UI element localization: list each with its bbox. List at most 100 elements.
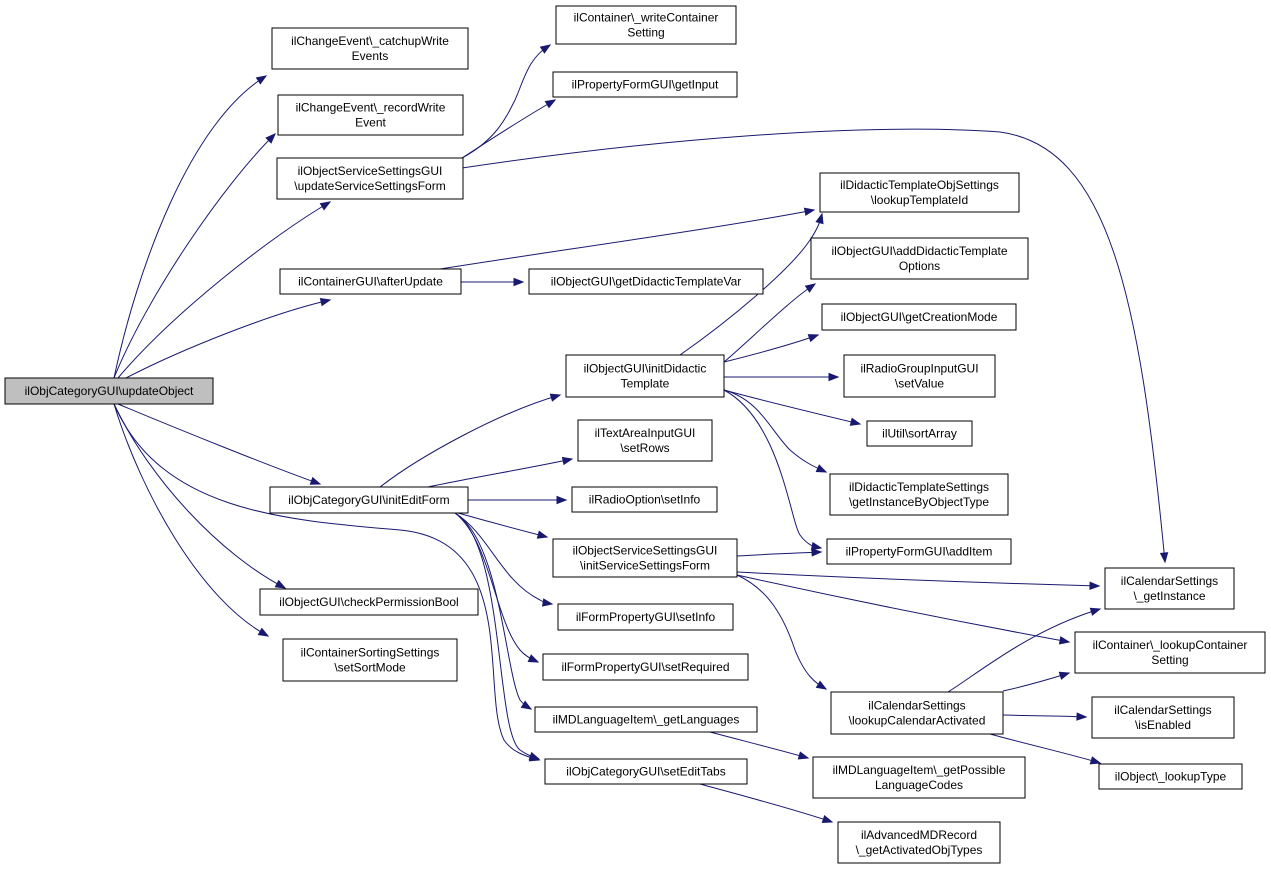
node-box	[277, 94, 464, 136]
node-label: Events	[352, 49, 389, 63]
node-lookupTpl[interactable]: ilDidacticTemplateObjSettings\lookupTemp…	[819, 172, 1020, 213]
node-afterUpd[interactable]: ilContainerGUI\afterUpdate	[279, 268, 462, 295]
node-calInst[interactable]: ilCalendarSettings\_getInstance	[1104, 567, 1235, 610]
node-creationMode[interactable]: ilObjectGUI\getCreationMode	[821, 303, 1017, 331]
node-initEdit[interactable]: ilObjCategoryGUI\initEditForm	[269, 486, 469, 514]
node-label: ilContainer\_writeContainer	[574, 11, 719, 25]
node-getInstType[interactable]: ilDidacticTemplateSettings\getInstanceBy…	[829, 473, 1009, 516]
edge-initDid-to-lookupTpl	[679, 212, 824, 356]
node-label: \setValue	[895, 377, 944, 391]
arrowhead	[309, 476, 322, 485]
node-label: ilDidacticTemplateSettings	[849, 480, 989, 494]
node-label: ilObjCategoryGUI\updateObject	[25, 384, 194, 398]
arrowhead	[804, 283, 817, 293]
arrowhead	[556, 495, 568, 505]
edge-line	[679, 213, 823, 356]
node-label: ilCalendarSettings	[868, 699, 965, 713]
node-mdLang[interactable]: ilMDLanguageItem\_getLanguages	[534, 706, 758, 733]
node-box	[1104, 567, 1235, 610]
node-box	[276, 157, 464, 200]
edge-line	[736, 551, 822, 557]
node-root[interactable]: ilObjCategoryGUI\updateObject	[4, 377, 214, 405]
edge-root-to-sortMode	[113, 403, 270, 637]
node-setTabs[interactable]: ilObjCategoryGUI\setEditTabs	[544, 758, 748, 785]
arrowhead	[828, 372, 840, 382]
arrowhead	[561, 456, 574, 466]
edge-line	[427, 458, 573, 488]
node-radioInfo[interactable]: ilRadioOption\setInfo	[571, 486, 718, 513]
node-label: ilObjectGUI\addDidacticTemplate	[831, 244, 1007, 258]
edge-line	[117, 201, 331, 379]
edge-initDid-to-radioVal	[724, 372, 840, 382]
node-fpInfo[interactable]: ilFormPropertyGUI\setInfo	[557, 603, 734, 631]
node-getDidVar[interactable]: ilObjectGUI\getDidacticTemplateVar	[528, 268, 764, 295]
node-label: ilChangeEvent\_catchupWrite	[291, 34, 449, 48]
node-box	[826, 538, 1012, 565]
node-box	[819, 172, 1020, 213]
node-checkPerm[interactable]: ilObjectGUI\checkPermissionBool	[259, 588, 479, 616]
node-box	[528, 268, 764, 295]
edge-line	[736, 574, 827, 690]
edge-initEdit-to-setTabs	[454, 512, 541, 760]
node-lookupType[interactable]: ilObject\_lookupType	[1098, 763, 1243, 790]
edge-line	[113, 133, 276, 379]
node-label: \setSortMode	[334, 661, 406, 675]
node-addItem[interactable]: ilPropertyFormGUI\addItem	[826, 538, 1012, 565]
edge-line	[457, 512, 548, 538]
node-box	[552, 538, 738, 578]
edge-line	[113, 75, 267, 379]
arrowhead	[539, 44, 552, 54]
node-label: ilRadioGroupInputGUI	[860, 362, 978, 376]
node-setRows[interactable]: ilTextAreaInputGUI\setRows	[577, 419, 713, 462]
node-label: LanguageCodes	[875, 778, 963, 792]
node-label: ilPropertyFormGUI\getInput	[572, 78, 719, 92]
node-label: \setRows	[620, 441, 669, 455]
node-label: Setting	[627, 26, 664, 40]
node-calEnabled[interactable]: ilCalendarSettings\isEnabled	[1091, 696, 1235, 739]
node-advMD[interactable]: ilAdvancedMDRecord\_getActivatedObjTypes	[837, 821, 1001, 864]
edge-line	[723, 389, 861, 425]
edge-mdLang-to-possLang	[709, 731, 810, 760]
node-box	[544, 758, 748, 785]
edge-line	[723, 389, 822, 549]
node-getInput[interactable]: ilPropertyFormGUI\getInput	[552, 71, 738, 98]
node-box	[810, 237, 1029, 280]
node-initSvc[interactable]: ilObjectServiceSettingsGUI\initServiceSe…	[552, 538, 738, 578]
node-box	[1074, 631, 1266, 674]
node-updSvc[interactable]: ilObjectServiceSettingsGUI\updateService…	[276, 157, 464, 200]
node-label: ilObjCategoryGUI\initEditForm	[288, 493, 449, 507]
arrowhead	[274, 579, 287, 589]
node-label: Setting	[1151, 653, 1188, 667]
node-label: \initServiceSettingsForm	[580, 559, 710, 573]
node-label: ilObjectServiceSettingsGUI	[573, 544, 718, 558]
arrowhead	[1089, 607, 1102, 616]
arrowhead	[520, 700, 533, 710]
node-fpReq[interactable]: ilFormPropertyGUI\setRequired	[542, 653, 749, 681]
edge-root-to-afterUpd	[125, 298, 332, 379]
node-possLang[interactable]: ilMDLanguageItem\_getPossibleLanguageCod…	[812, 756, 1026, 799]
edge-calLookup-to-calInst	[947, 607, 1102, 693]
node-calLookup[interactable]: ilCalendarSettings\lookupCalendarActivat…	[830, 691, 1004, 735]
node-box	[1098, 763, 1243, 790]
edge-calLookup-to-lookupCont	[1002, 671, 1071, 692]
edge-line	[709, 731, 809, 759]
arrowhead	[1089, 581, 1101, 590]
arrowhead	[544, 99, 557, 109]
node-label: ilRadioOption\setInfo	[589, 493, 701, 507]
node-box	[843, 354, 996, 398]
node-label: ilMDLanguageItem\_getPossible	[833, 763, 1006, 777]
edge-line	[454, 512, 540, 760]
node-radioVal[interactable]: ilRadioGroupInputGUI\setValue	[843, 354, 996, 398]
edge-initSvc-to-lookupCont	[736, 574, 1071, 645]
node-label: ilFormPropertyGUI\setInfo	[576, 610, 716, 624]
node-label: \getInstanceByObjectType	[849, 495, 989, 509]
node-sortMode[interactable]: ilContainerSortingSettings\setSortMode	[282, 638, 458, 682]
node-sortArray[interactable]: ilUtil\sortArray	[866, 420, 973, 447]
edge-initEdit-to-initDid	[379, 393, 562, 488]
